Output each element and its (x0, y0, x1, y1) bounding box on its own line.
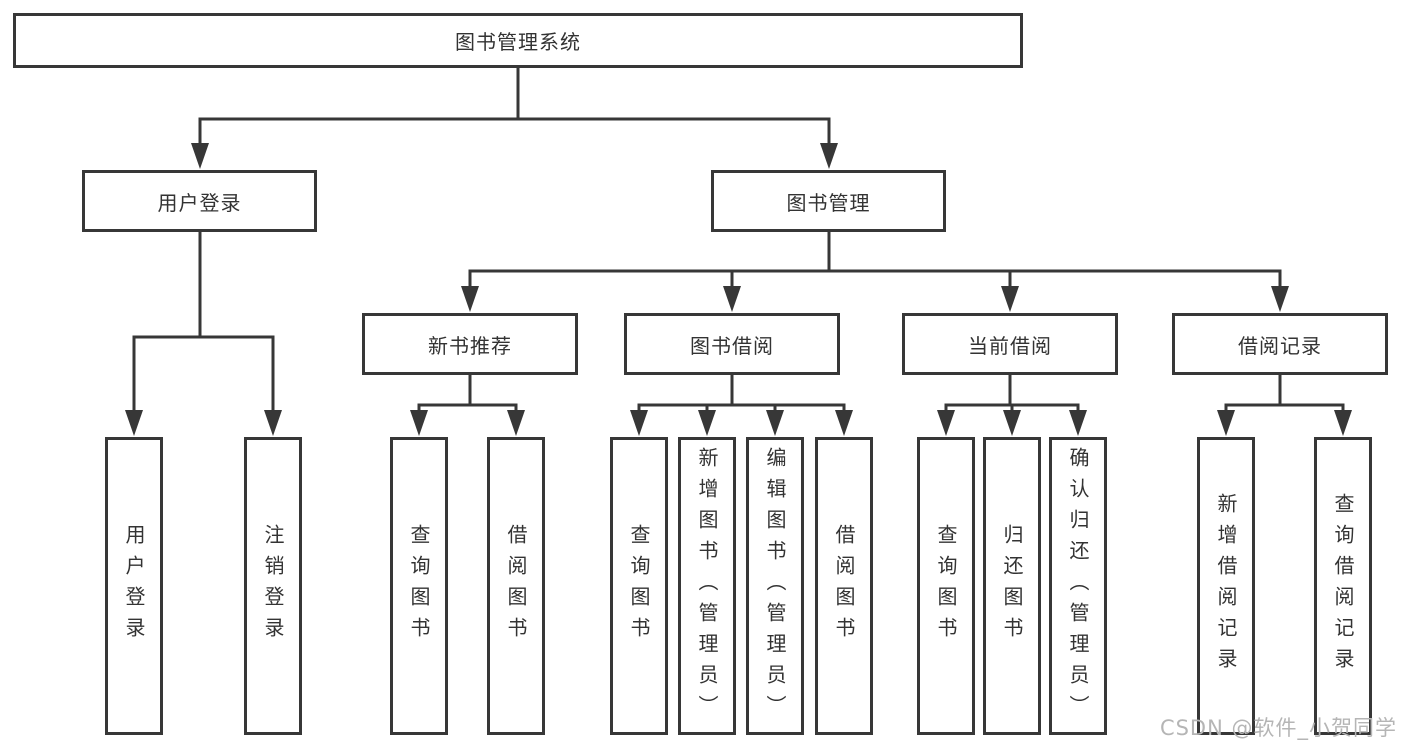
node-label: 借阅图书 (832, 524, 856, 648)
node-label: 查询图书 (407, 524, 431, 648)
node-book-management: 图书管理 (711, 170, 946, 232)
node-new-book-recommend: 新书推荐 (362, 313, 578, 375)
leaf-query-borrow-record: 查询借阅记录 (1314, 437, 1372, 735)
node-label: 图书管理系统 (455, 30, 581, 54)
node-label: 查询借阅记录 (1331, 493, 1355, 679)
node-label: 新增借阅记录 (1214, 493, 1238, 679)
node-label: 借阅记录 (1238, 333, 1322, 358)
node-label: 归还图书 (1000, 524, 1024, 648)
leaf-edit-books-admin: 编辑图书（管理员） (746, 437, 804, 735)
node-current-borrow: 当前借阅 (902, 313, 1118, 375)
node-label: 查询图书 (627, 524, 651, 648)
node-label: 图书借阅 (690, 333, 774, 358)
leaf-user-login: 用户登录 (105, 437, 163, 735)
leaf-query-books-borrow: 查询图书 (610, 437, 668, 735)
leaf-borrow-books: 借阅图书 (815, 437, 873, 735)
csdn-watermark: CSDN @软件_小贺同学 (1159, 716, 1397, 740)
node-borrow-record: 借阅记录 (1172, 313, 1388, 375)
node-label: 确认归还（管理员） (1066, 446, 1090, 726)
node-library-management-system: 图书管理系统 (13, 13, 1023, 68)
leaf-query-books-current: 查询图书 (917, 437, 975, 735)
node-label: 图书管理 (786, 190, 871, 215)
node-label: 新增图书（管理员） (695, 446, 719, 726)
node-label: 用户登录 (157, 190, 242, 215)
node-label: 用户登录 (122, 524, 146, 648)
node-label: 编辑图书（管理员） (763, 446, 787, 726)
leaf-confirm-return-admin: 确认归还（管理员） (1049, 437, 1107, 735)
node-label: 查询图书 (934, 524, 958, 648)
node-label: 借阅图书 (504, 524, 528, 648)
leaf-borrow-books-recommend: 借阅图书 (487, 437, 545, 735)
leaf-logout: 注销登录 (244, 437, 302, 735)
leaf-return-books: 归还图书 (983, 437, 1041, 735)
leaf-add-books-admin: 新增图书（管理员） (678, 437, 736, 735)
node-label: 新书推荐 (428, 333, 512, 358)
node-label: 当前借阅 (968, 333, 1052, 358)
node-user-login: 用户登录 (82, 170, 317, 232)
node-label: 注销登录 (261, 524, 285, 648)
leaf-query-books-recommend: 查询图书 (390, 437, 448, 735)
leaf-add-borrow-record: 新增借阅记录 (1197, 437, 1255, 735)
node-book-borrow: 图书借阅 (624, 313, 840, 375)
